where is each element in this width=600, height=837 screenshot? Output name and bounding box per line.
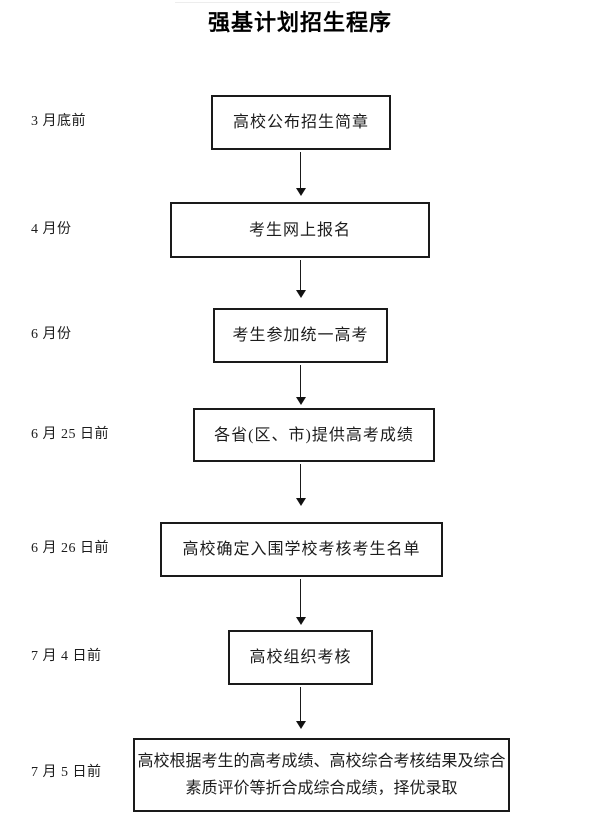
- arrow-line: [300, 579, 301, 617]
- process-box-text: 高校公布招生简章: [232, 114, 369, 131]
- arrow-line: [300, 365, 301, 397]
- arrow-down-icon: [295, 498, 306, 506]
- flow-arrow-4: [295, 464, 306, 506]
- arrow-line: [300, 152, 301, 188]
- process-box-unified-exam: 考生参加统一高考: [213, 308, 388, 363]
- flow-arrow-5: [295, 579, 306, 625]
- process-box-text: 考生网上报名: [248, 221, 351, 239]
- process-box-text: 高校确定入围学校考核考生名单: [182, 541, 421, 558]
- process-box-online-registration: 考生网上报名: [170, 202, 430, 258]
- time-label-step-6: 7 月 4 日前: [31, 649, 102, 664]
- arrow-line: [300, 260, 301, 290]
- time-label-step-5: 6 月 26 日前: [31, 541, 109, 556]
- process-box-university-assessment: 高校组织考核: [228, 630, 373, 685]
- flow-arrow-6: [295, 687, 306, 729]
- process-box-text: 高校组织考核: [249, 649, 352, 666]
- flow-arrow-1: [295, 152, 306, 196]
- scan-artifact-line: [175, 2, 340, 3]
- process-box-shortlist: 高校确定入围学校考核考生名单: [160, 522, 443, 577]
- process-box-text-line-2: 素质评价等折合成综合成绩，择优录取: [185, 780, 458, 797]
- arrow-down-icon: [295, 188, 306, 196]
- arrow-down-icon: [295, 397, 306, 405]
- diagram-title: 强基计划招生程序: [207, 10, 392, 35]
- process-box-announce-guidelines: 高校公布招生简章: [211, 95, 391, 150]
- flow-arrow-2: [295, 260, 306, 298]
- process-box-text: 各省(区、市)提供高考成绩: [214, 426, 414, 444]
- time-label-step-7: 7 月 5 日前: [31, 765, 102, 780]
- arrow-down-icon: [295, 721, 306, 729]
- flow-arrow-3: [295, 365, 306, 405]
- time-label-step-3: 6 月份: [31, 327, 72, 342]
- process-box-final-admission: 高校根据考生的高考成绩、高校综合考核结果及综合 素质评价等折合成综合成绩，择优录…: [133, 738, 510, 812]
- time-label-step-1: 3 月底前: [31, 114, 86, 129]
- time-label-step-4: 6 月 25 日前: [31, 427, 109, 442]
- arrow-down-icon: [295, 290, 306, 298]
- arrow-down-icon: [295, 617, 306, 625]
- process-box-text-line-1: 高校根据考生的高考成绩、高校综合考核结果及综合: [137, 753, 506, 770]
- arrow-line: [300, 464, 301, 498]
- arrow-line: [300, 687, 301, 721]
- process-box-text: 考生参加统一高考: [232, 327, 369, 344]
- time-label-step-2: 4 月份: [31, 222, 72, 237]
- process-box-provide-scores: 各省(区、市)提供高考成绩: [193, 408, 435, 462]
